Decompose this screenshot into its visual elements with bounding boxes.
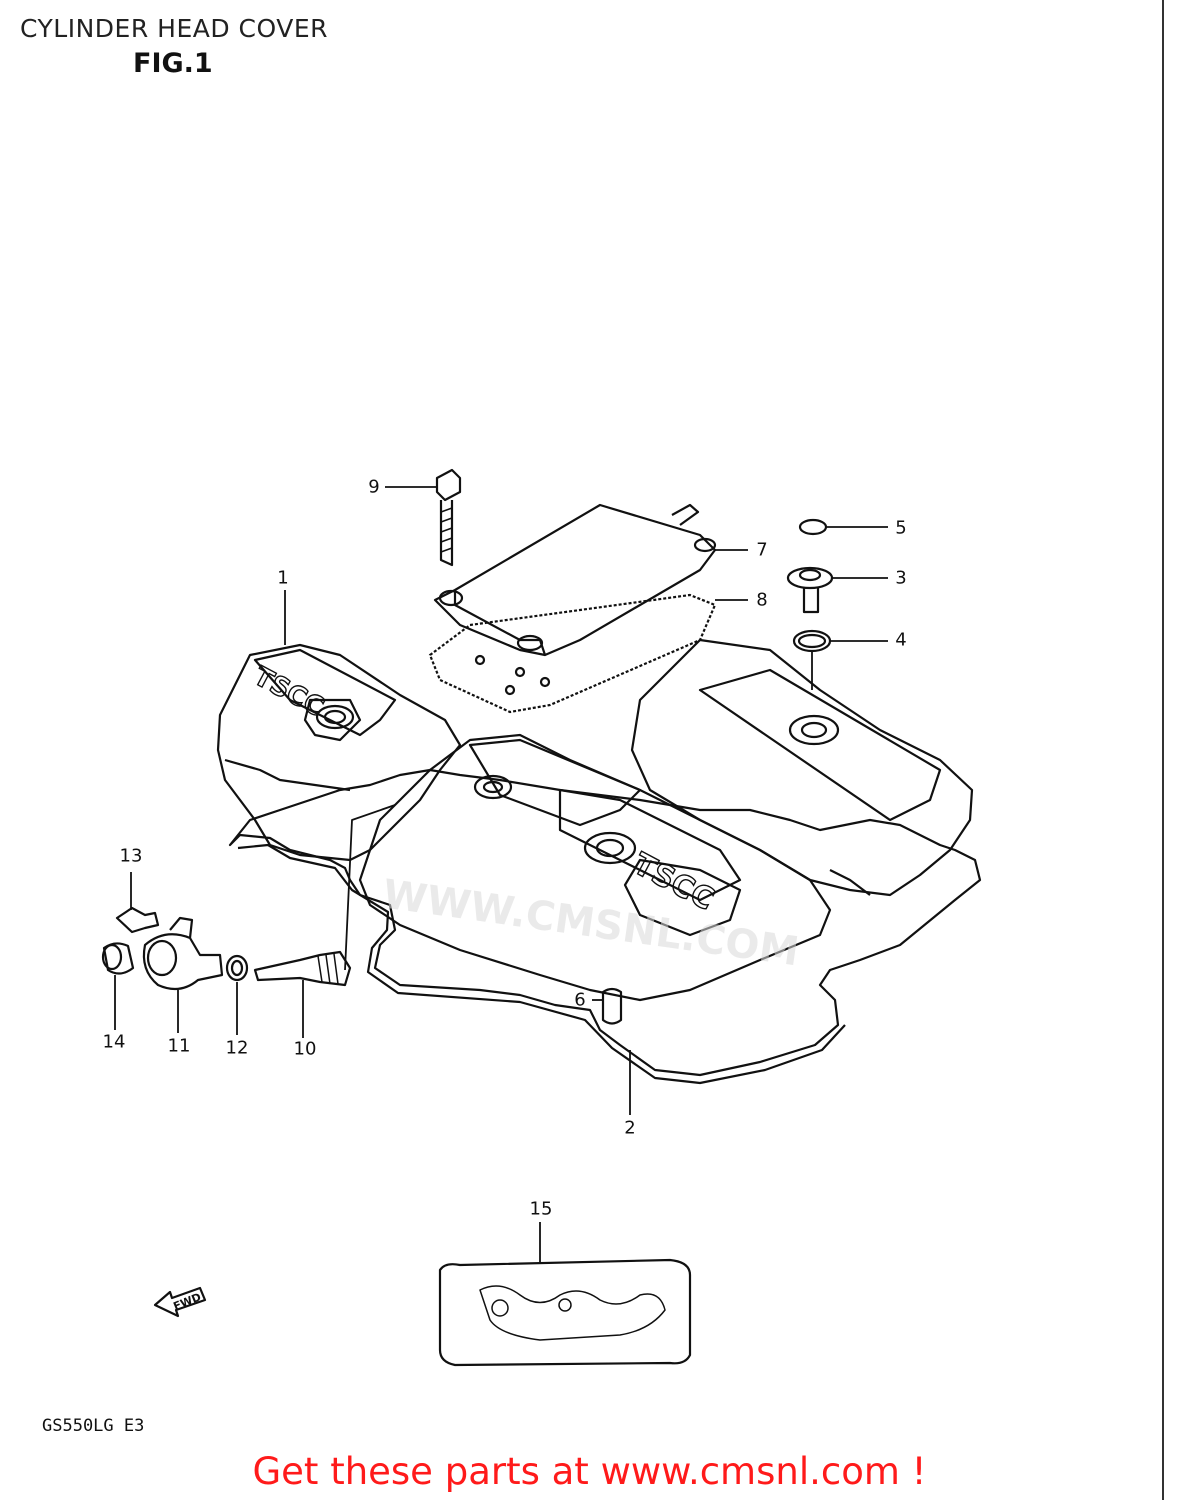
callout-9[interactable]: 9 — [368, 476, 380, 498]
callout-14[interactable]: 14 — [102, 1031, 126, 1053]
callout-11[interactable]: 11 — [167, 1035, 191, 1057]
fwd-arrow — [153, 1286, 207, 1318]
callout-15[interactable]: 15 — [529, 1198, 553, 1220]
washer-12 — [225, 954, 249, 982]
callout-12[interactable]: 12 — [225, 1037, 249, 1059]
callout-10[interactable]: 10 — [293, 1038, 317, 1060]
page-edge-line — [1162, 0, 1164, 1500]
watermark: WWW.CMSNL.COM — [380, 871, 802, 975]
fwd-label: FWD — [171, 1290, 203, 1313]
callout-1[interactable]: 1 — [277, 567, 289, 589]
breather-cover — [433, 503, 717, 657]
callout-6[interactable]: 6 — [574, 989, 586, 1011]
screw-13 — [115, 906, 160, 934]
bolt-9 — [435, 468, 462, 502]
cap-5 — [798, 518, 828, 536]
callout-7[interactable]: 7 — [756, 539, 768, 561]
figure-label: FIG.1 — [133, 48, 213, 79]
gasket-set-bag — [438, 1258, 692, 1367]
left-cover-body — [216, 643, 462, 862]
cylinder-head-gasket — [228, 768, 982, 1077]
page-title: CYLINDER HEAD COVER — [20, 14, 329, 43]
right-cover-body — [630, 638, 974, 897]
callout-5[interactable]: 5 — [895, 517, 907, 539]
callout-13[interactable]: 13 — [119, 845, 143, 867]
front-cover-body — [358, 733, 832, 1002]
model-code: GS550LG E3 — [42, 1416, 145, 1436]
callout-4[interactable]: 4 — [895, 629, 907, 651]
dowel-pin-6 — [601, 987, 623, 1025]
drive-gear-10 — [253, 950, 352, 987]
callout-3[interactable]: 3 — [895, 567, 907, 589]
promo-link[interactable]: Get these parts at www.cmsnl.com ! — [252, 1450, 927, 1493]
housing-11 — [142, 933, 224, 991]
callout-2[interactable]: 2 — [624, 1117, 636, 1139]
callout-8[interactable]: 8 — [756, 589, 768, 611]
breather-gasket — [428, 593, 717, 714]
left-cover-logo: TSCC — [249, 661, 329, 723]
